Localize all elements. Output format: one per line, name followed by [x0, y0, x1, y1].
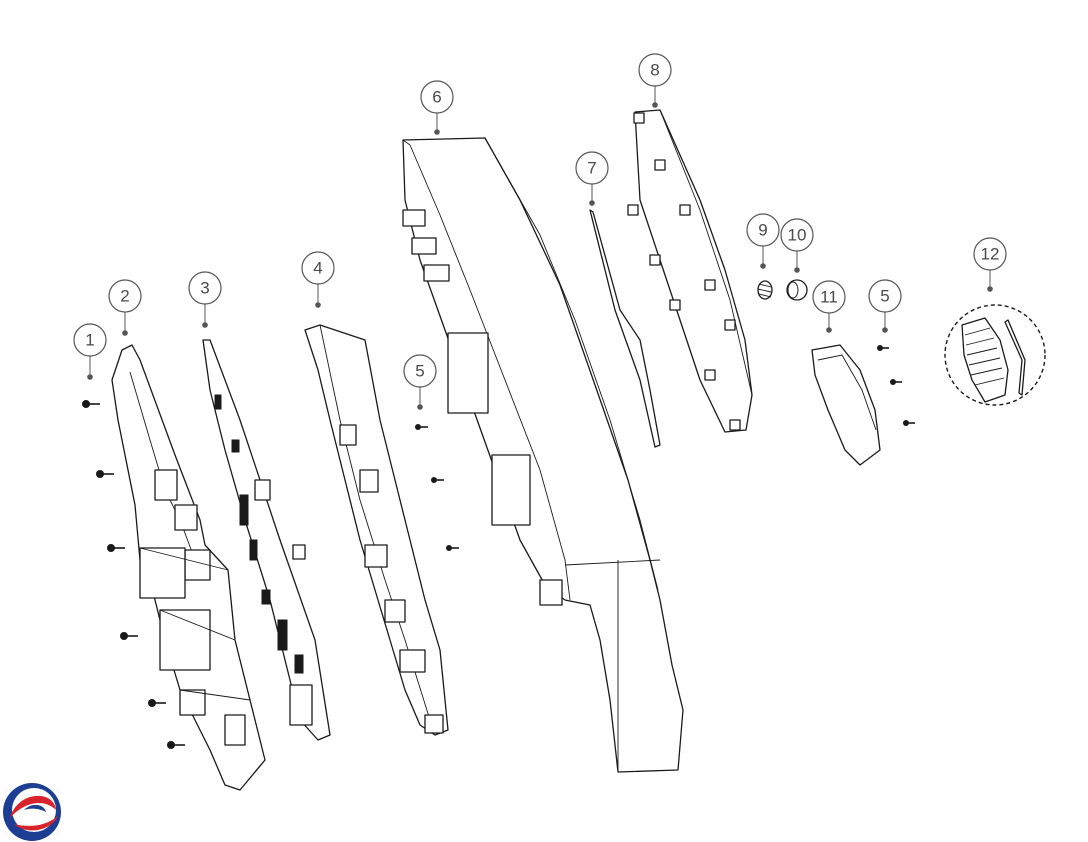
- part-4-inner-frame: [304, 324, 449, 736]
- small-screw: [415, 424, 428, 430]
- small-screw: [877, 345, 889, 351]
- part-3-circuit-board: [202, 339, 331, 741]
- callout-3: 3: [188, 271, 222, 328]
- part-1-screws: [82, 400, 185, 749]
- callout-12: 12: [973, 237, 1007, 292]
- small-screw: [890, 379, 902, 385]
- callout-label: 9: [758, 221, 767, 240]
- part-11-knob-housing: [811, 344, 881, 466]
- callout-8: 8: [638, 53, 672, 108]
- callout-label: 2: [120, 287, 129, 306]
- callout-1: 1: [73, 323, 107, 380]
- brand-logo-icon: [3, 783, 61, 841]
- callout-label: 6: [432, 88, 441, 107]
- callout-5-right: 5: [868, 279, 902, 333]
- callout-11: 11: [812, 280, 846, 333]
- screw: [107, 544, 125, 552]
- callout-label: 4: [313, 259, 322, 278]
- callout-5-left: 5: [403, 354, 437, 410]
- screw: [148, 699, 166, 707]
- callout-6: 6: [420, 80, 454, 135]
- part-12-knob-detail: [944, 304, 1046, 406]
- callout-label: 12: [981, 245, 1000, 264]
- part-2-rear-housing: [111, 344, 266, 791]
- screw: [120, 632, 138, 640]
- callout-label: 10: [788, 226, 807, 245]
- callout-label: 5: [880, 287, 889, 306]
- part-6-main-housing: [402, 137, 684, 773]
- callout-label: 11: [820, 288, 838, 307]
- callout-9: 9: [746, 213, 780, 269]
- callout-7: 7: [575, 151, 609, 206]
- callout-label: 3: [200, 279, 209, 298]
- part-7-display-panel: [589, 209, 661, 448]
- callout-label: 5: [415, 362, 424, 381]
- small-screw: [903, 420, 915, 426]
- callout-4: 4: [301, 251, 335, 308]
- callout-label: 1: [85, 331, 94, 350]
- part-9-spring: [757, 280, 773, 300]
- screw: [82, 400, 100, 408]
- callout-10: 10: [780, 218, 814, 273]
- small-screw: [431, 477, 444, 483]
- callout-2: 2: [108, 279, 142, 336]
- part-5-small-screws-right: [877, 345, 915, 426]
- callout-label: 7: [587, 159, 596, 178]
- screw: [167, 741, 185, 749]
- part-8-front-panel: [627, 109, 753, 433]
- small-screw: [446, 545, 459, 551]
- callout-label: 8: [650, 61, 659, 80]
- screw: [96, 470, 114, 478]
- part-10-button-cap: [786, 279, 808, 301]
- part-5-small-screws: [415, 424, 459, 551]
